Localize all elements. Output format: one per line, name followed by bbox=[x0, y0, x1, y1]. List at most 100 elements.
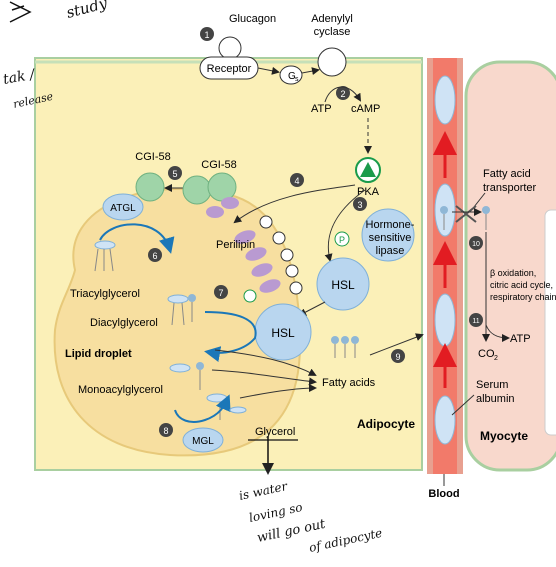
step-8-number: 8 bbox=[163, 426, 168, 436]
adipocyte-label: Adipocyte bbox=[357, 417, 415, 431]
serum-albumin-pointer bbox=[451, 394, 475, 416]
perilipin-phospho bbox=[289, 281, 303, 295]
dag-to-fa-arrow bbox=[214, 349, 317, 376]
step-6-badge bbox=[148, 248, 162, 262]
step-1-badge bbox=[200, 27, 214, 41]
step-1-number: 1 bbox=[204, 30, 209, 40]
cyclase-label: cyclase bbox=[314, 26, 351, 38]
perilipin-unit bbox=[221, 197, 239, 209]
perilipin-unit bbox=[245, 247, 267, 261]
perilipin-unit bbox=[206, 206, 224, 218]
myocyte-fatty-acid bbox=[482, 206, 490, 214]
fatty-acid-icon bbox=[351, 336, 359, 344]
triacylglycerol-icon bbox=[94, 240, 116, 250]
fatty-acids-label: Fatty acids bbox=[322, 377, 376, 389]
step-5-number: 5 bbox=[172, 169, 177, 179]
triacylglycerol-tails bbox=[94, 248, 114, 272]
cgi58-bound bbox=[182, 175, 212, 205]
fa-transporter-line-2: transporter bbox=[483, 182, 537, 194]
pka-icon bbox=[360, 162, 376, 177]
perilipin-phospho bbox=[285, 264, 299, 278]
triacylglycerol-label: Triacylglycerol bbox=[70, 288, 140, 300]
lipid-droplet bbox=[53, 187, 302, 457]
monoacylglycerol-icon bbox=[169, 363, 191, 373]
cgi58-free bbox=[135, 172, 165, 202]
adenylyl-cyclase bbox=[317, 47, 347, 77]
fatty-acid-icon bbox=[331, 336, 339, 344]
handwritten-note-1: is water bbox=[238, 479, 290, 503]
perilipin-phospho bbox=[280, 248, 294, 262]
blood-cell bbox=[434, 293, 456, 347]
lipid-droplet-label: Lipid droplet bbox=[65, 348, 132, 360]
beta-ox-line-1: β oxidation, bbox=[490, 268, 536, 278]
hsl-droplet-arrow bbox=[204, 311, 257, 362]
hsl-lipase-line-1: Hormone- bbox=[366, 219, 415, 231]
hsl-lower-label: HSL bbox=[271, 326, 295, 340]
camp-label: cAMP bbox=[351, 103, 380, 115]
perilipin-phospho bbox=[272, 231, 286, 245]
atp-right-label: ATP bbox=[510, 333, 531, 345]
diacylglycerol-label: Diacylglycerol bbox=[90, 317, 158, 329]
atgl-label: ATGL bbox=[110, 203, 136, 214]
gs-subscript: s bbox=[295, 76, 299, 83]
monoacylglycerol-label: Monoacylglycerol bbox=[78, 384, 163, 396]
hsl-upper-label: HSL bbox=[331, 278, 355, 292]
fa-transporter-icon bbox=[455, 205, 477, 223]
co2-label: CO bbox=[478, 348, 495, 360]
step-10-badge bbox=[469, 236, 483, 250]
hormone-sensitive-lipase bbox=[361, 208, 415, 262]
step-11-badge bbox=[469, 313, 483, 327]
step-8-badge bbox=[159, 423, 173, 437]
receptor-label: Receptor bbox=[207, 63, 252, 75]
mgl-arrow bbox=[174, 394, 231, 423]
pka-label: PKA bbox=[357, 186, 380, 198]
beta-ox-line-3: respiratory chain bbox=[490, 292, 556, 302]
monoacylglycerol-head bbox=[196, 362, 204, 370]
fatty-acid-icon bbox=[341, 336, 349, 344]
glucagon-molecule bbox=[218, 36, 242, 60]
myocyte-cell bbox=[464, 60, 556, 472]
fa-transporter-line-1: Fatty acid bbox=[483, 168, 531, 180]
cgi58-left-label: CGI-58 bbox=[135, 151, 170, 163]
atp-arrow bbox=[485, 324, 510, 342]
pka-to-perilipin-arrow bbox=[233, 184, 356, 224]
step-11-number: 11 bbox=[472, 318, 479, 325]
blood-cell bbox=[434, 75, 456, 125]
glycerol-label: Glycerol bbox=[255, 426, 295, 438]
step-10-number: 10 bbox=[472, 241, 480, 248]
step-4-number: 4 bbox=[294, 176, 299, 186]
gs-to-cyclase-arrow bbox=[301, 67, 320, 76]
perilipin-unit bbox=[251, 263, 273, 277]
gs-label: G bbox=[288, 71, 296, 82]
hsl-lipase-line-3: lipase bbox=[376, 245, 405, 257]
atp-to-camp-arrow bbox=[324, 86, 362, 103]
step-5-badge bbox=[168, 166, 182, 180]
blood-label: Blood bbox=[428, 488, 459, 500]
handwritten-take: tak / bbox=[2, 66, 37, 87]
step-7-number: 7 bbox=[218, 288, 223, 298]
handwritten-note-2: loving so bbox=[248, 500, 304, 525]
blood-fatty-acid bbox=[440, 206, 448, 214]
perilipin-label: Perilipin bbox=[216, 239, 255, 251]
hsl-phospho-label: P bbox=[339, 235, 345, 245]
step-3-number: 3 bbox=[357, 200, 362, 210]
cgi58-bound bbox=[207, 172, 237, 202]
fatty-acid-tails bbox=[334, 344, 356, 358]
glucagon-label: Glucagon bbox=[229, 13, 276, 25]
perilipin-phospho bbox=[243, 289, 257, 303]
step-6-number: 6 bbox=[152, 251, 157, 261]
blood-cell bbox=[434, 395, 456, 445]
myocyte-label: Myocyte bbox=[480, 429, 528, 443]
perilipin-unit bbox=[234, 230, 256, 244]
step-7-badge bbox=[214, 285, 228, 299]
hsl-phospho-badge bbox=[334, 231, 350, 247]
hsl-to-droplet-arrow bbox=[298, 301, 326, 316]
hsl-lipase-line-2: sensitive bbox=[369, 232, 412, 244]
step-3-badge bbox=[353, 197, 367, 211]
perilipin-phospho bbox=[259, 215, 273, 229]
glycerol-fa-icon bbox=[206, 393, 228, 403]
atgl-enzyme bbox=[102, 193, 144, 221]
hsl-phosphorylated bbox=[316, 257, 370, 311]
